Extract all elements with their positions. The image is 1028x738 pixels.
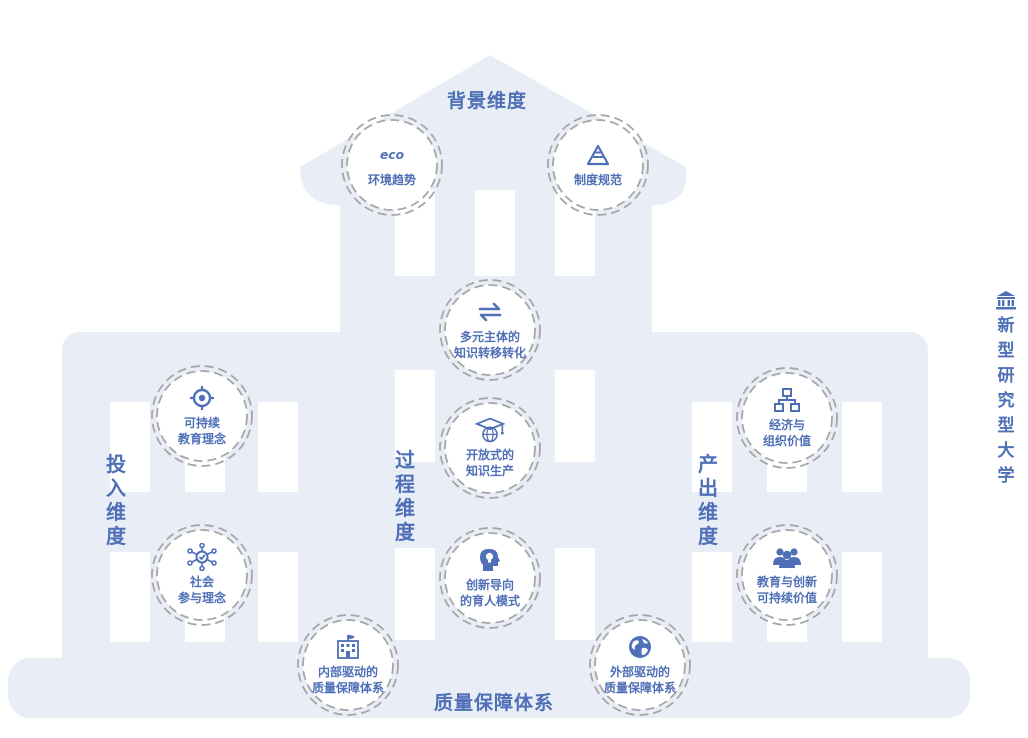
globe-icon	[625, 634, 655, 660]
node-label-line1: 环境趋势	[367, 173, 416, 187]
node-label-line2: 质量保障体系	[311, 681, 384, 695]
process-dimension-label: 过程维度	[395, 448, 415, 544]
side-title: 新型研究型大学	[994, 290, 1018, 489]
node-label: 开放式的知识生产	[466, 447, 514, 479]
side-title-char: 大	[997, 441, 1015, 461]
target-icon	[187, 385, 217, 411]
node-label-line2: 质量保障体系	[603, 681, 676, 695]
node-label-line2: 教育理念	[177, 432, 226, 446]
side-title-char: 研	[997, 366, 1015, 386]
node-innovation-model: 创新导向的育人模式	[438, 526, 542, 630]
background-dimension-label: 背景维度	[447, 90, 528, 112]
university-building-icon	[996, 291, 1016, 310]
head-bulb-icon	[475, 547, 505, 573]
side-title-char: 究	[997, 391, 1015, 411]
node-education-value: 教育与创新可持续价值	[735, 523, 839, 627]
node-sustainable-education: 可持续教育理念	[150, 364, 254, 468]
node-label: 可持续教育理念	[178, 415, 226, 447]
node-label: 多元主体的知识转移转化	[454, 329, 526, 361]
node-label-line2: 组织价值	[762, 434, 811, 448]
node-external-qa: 外部驱动的质量保障体系	[588, 613, 692, 717]
side-title-char: 新	[997, 316, 1015, 336]
node-label-line2: 的育人模式	[459, 594, 520, 608]
node-institutional-norms: 制度规范	[546, 113, 650, 217]
exchange-arrows-icon	[475, 299, 505, 325]
node-label: 创新导向的育人模式	[460, 577, 520, 609]
node-label: 制度规范	[574, 172, 622, 188]
node-open-knowledge: 开放式的知识生产	[438, 396, 542, 500]
node-label: 环境趋势	[368, 172, 416, 188]
graduation-globe-icon	[475, 417, 505, 443]
node-label-line2: 可持续价值	[756, 591, 817, 605]
node-economic-value: 经济与组织价值	[735, 366, 839, 470]
side-title-text: 新型研究型大学	[994, 314, 1018, 489]
node-label-line1: 创新导向	[465, 578, 514, 592]
node-label-line1: 制度规范	[573, 173, 622, 187]
triangle-icon	[583, 142, 613, 168]
node-label: 社会参与理念	[178, 574, 226, 606]
node-label-line1: 内部驱动的	[317, 665, 378, 679]
node-social-participation: 社会参与理念	[150, 523, 254, 627]
side-title-char: 学	[997, 466, 1015, 486]
node-label-line2: 知识转移转化	[453, 346, 526, 360]
node-label-line1: 开放式的	[465, 448, 514, 462]
node-label: 外部驱动的质量保障体系	[604, 664, 676, 696]
output-dimension-label: 产出维度	[698, 452, 718, 548]
people-icon	[772, 544, 802, 570]
node-internal-qa: 内部驱动的质量保障体系	[296, 613, 400, 717]
side-title-char: 型	[997, 416, 1015, 436]
node-label-line1: 社会	[189, 575, 214, 589]
network-icon	[187, 543, 217, 571]
node-label: 教育与创新可持续价值	[757, 574, 817, 606]
node-label-line1: 外部驱动的	[609, 665, 670, 679]
eco-icon: eco	[377, 142, 407, 168]
node-label: 内部驱动的质量保障体系	[312, 664, 384, 696]
node-label-line1: 多元主体的	[459, 330, 520, 344]
node-knowledge-transfer: 多元主体的知识转移转化	[438, 278, 542, 382]
node-label: 经济与组织价值	[763, 417, 811, 449]
building-icon	[333, 634, 363, 660]
input-dimension-label: 投入维度	[106, 452, 126, 548]
node-label-line1: 可持续	[183, 416, 220, 430]
node-label-line2: 参与理念	[177, 591, 226, 605]
node-environment-trend: eco 环境趋势	[340, 113, 444, 217]
svg-text:eco: eco	[380, 148, 404, 162]
node-label-line1: 经济与	[768, 418, 805, 432]
quality-system-label: 质量保障体系	[434, 692, 555, 714]
org-chart-icon	[772, 387, 802, 413]
side-title-char: 型	[997, 341, 1015, 361]
node-label-line1: 教育与创新	[756, 575, 817, 589]
node-label-line2: 知识生产	[465, 464, 514, 478]
